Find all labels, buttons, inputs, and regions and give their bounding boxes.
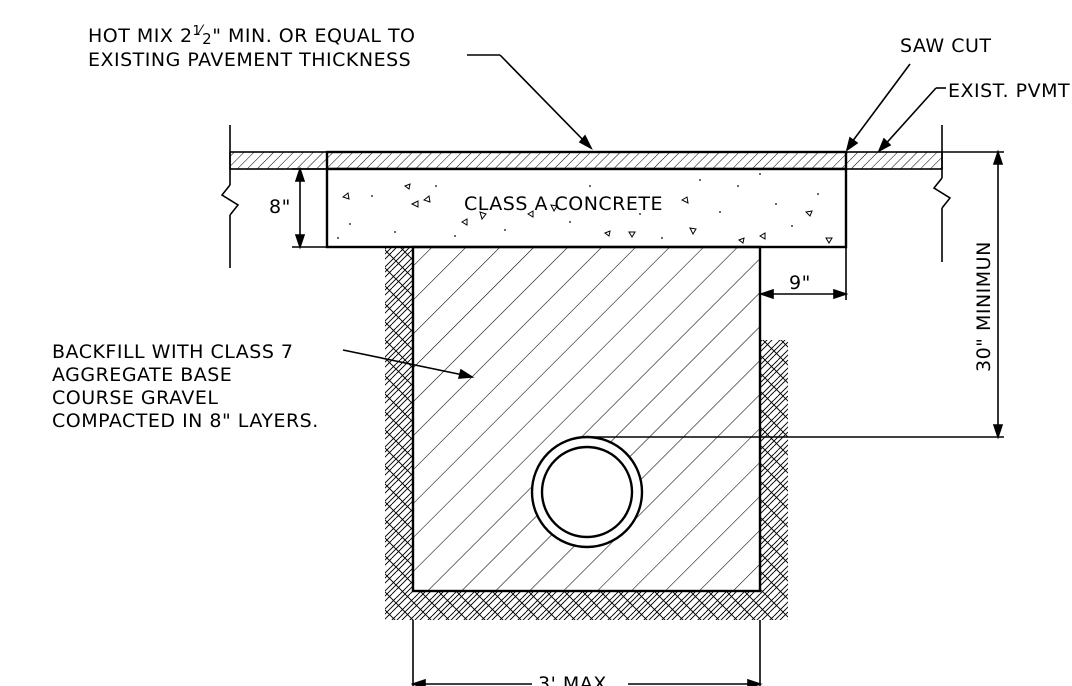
saw-cut-label: SAW CUT [900,35,991,57]
backfill-label-4: COMPACTED IN 8" LAYERS. [52,410,319,432]
existing-pavement-left [229,151,328,170]
existing-pavement-right [845,151,943,170]
dim-9-label: 9" [789,272,811,294]
backfill-label-1: BACKFILL WITH CLASS 7 [52,341,294,363]
concrete-aggregate-marks [341,183,833,244]
dim-3ft-max [410,620,763,686]
saw-cut-leader [845,63,911,152]
exist-pvmt-label: EXIST. PVMT [948,80,1070,102]
hot-mix-leader [467,54,593,150]
hot-mix-label-line2: EXISTING PAVEMENT THICKNESS [88,49,411,71]
dim-30-inch [587,149,1004,440]
concrete-label: CLASS A CONCRETE [464,193,663,215]
concrete-dots [337,173,819,239]
break-line-right [932,125,952,262]
dim-8-label: 8" [269,196,291,218]
break-line-left [220,125,240,268]
dim-30-label: 30" MINIMUN [973,241,995,372]
backfill-leader [342,349,475,379]
hot-mix-fraction-num: 1 [193,24,202,39]
hot-mix-label-line1: HOT MIX 21⁄2" MIN. OR EQUAL TO [88,23,416,48]
backfill-label-2: AGGREGATE BASE [52,364,232,386]
dim-9-inch [758,247,849,300]
dim-3max-label: 3' MAX [538,673,607,686]
hot-mix-layer [325,150,848,171]
pipe-inner [540,445,634,539]
concrete-cap [325,167,848,249]
hot-mix-fraction-den: 2 [202,30,212,48]
exist-pvmt-leader [877,87,946,153]
dim-8-inch [292,166,327,250]
backfill-label-3: COURSE GRAVEL [52,387,218,409]
